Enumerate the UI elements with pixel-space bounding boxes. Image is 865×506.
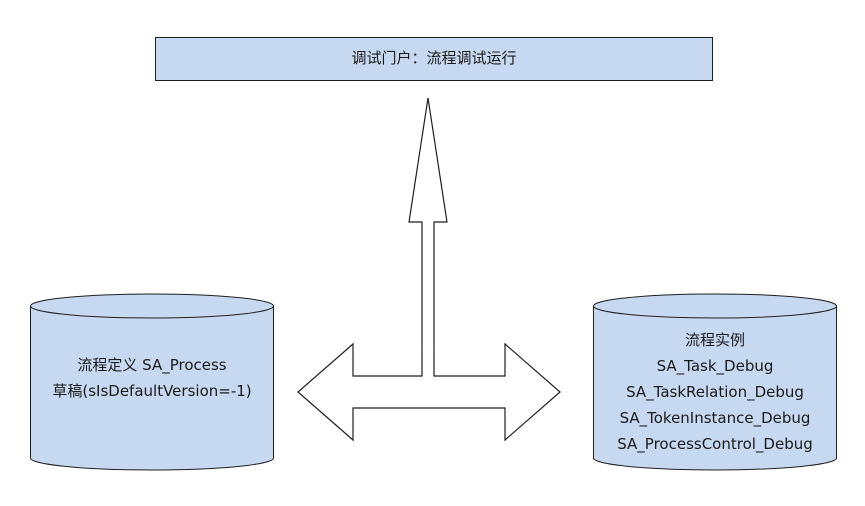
left-database-cylinder xyxy=(30,293,274,471)
right-database-cylinder xyxy=(593,293,837,471)
left-db-line-2: 草稿(sIsDefaultVersion=-1) xyxy=(52,382,252,400)
right-db-line-2: SA_Task_Debug xyxy=(656,357,774,375)
portal-title: 调试门户：流程调试运行 xyxy=(351,49,517,67)
portal-box xyxy=(155,37,713,81)
right-db-text-block: 流程实例 SA_Task_Debug SA_TaskRelation_Debug… xyxy=(593,327,837,457)
right-db-line-4: SA_TokenInstance_Debug xyxy=(619,409,811,427)
right-db-line-3: SA_TaskRelation_Debug xyxy=(626,383,804,401)
right-db-line-1: 流程实例 xyxy=(684,331,745,349)
right-db-line-5: SA_ProcessControl_Debug xyxy=(617,435,813,453)
three-way-arrow xyxy=(297,97,561,442)
left-db-line-1: 流程定义 SA_Process xyxy=(77,356,227,374)
left-db-text-block: 流程定义 SA_Process 草稿(sIsDefaultVersion=-1) xyxy=(30,352,274,404)
